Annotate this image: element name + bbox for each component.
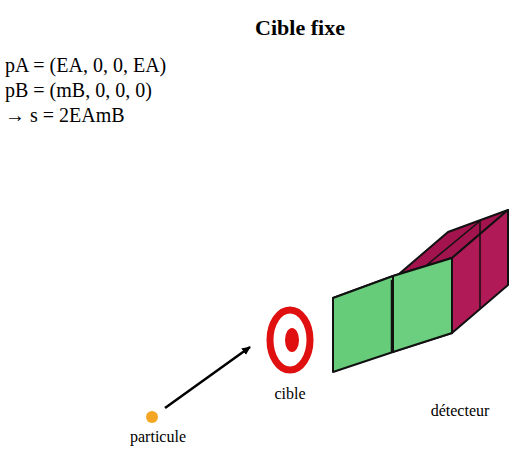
detector-front [333,258,452,372]
particle-label: particule [130,428,186,446]
formula: pA = (EA, 0, 0, EA) [5,54,166,76]
detector-label: détecteur [431,402,490,420]
target-symbol [270,310,310,370]
trajectory-arrow [165,347,250,408]
target-label: cible [274,385,305,403]
title: Cible fixe [255,16,345,40]
detector-rear [392,210,508,352]
particle-dot [146,411,158,423]
formula: pB = (mB, 0, 0, 0) [5,79,152,101]
formula: → s = 2EAmB [5,104,125,126]
